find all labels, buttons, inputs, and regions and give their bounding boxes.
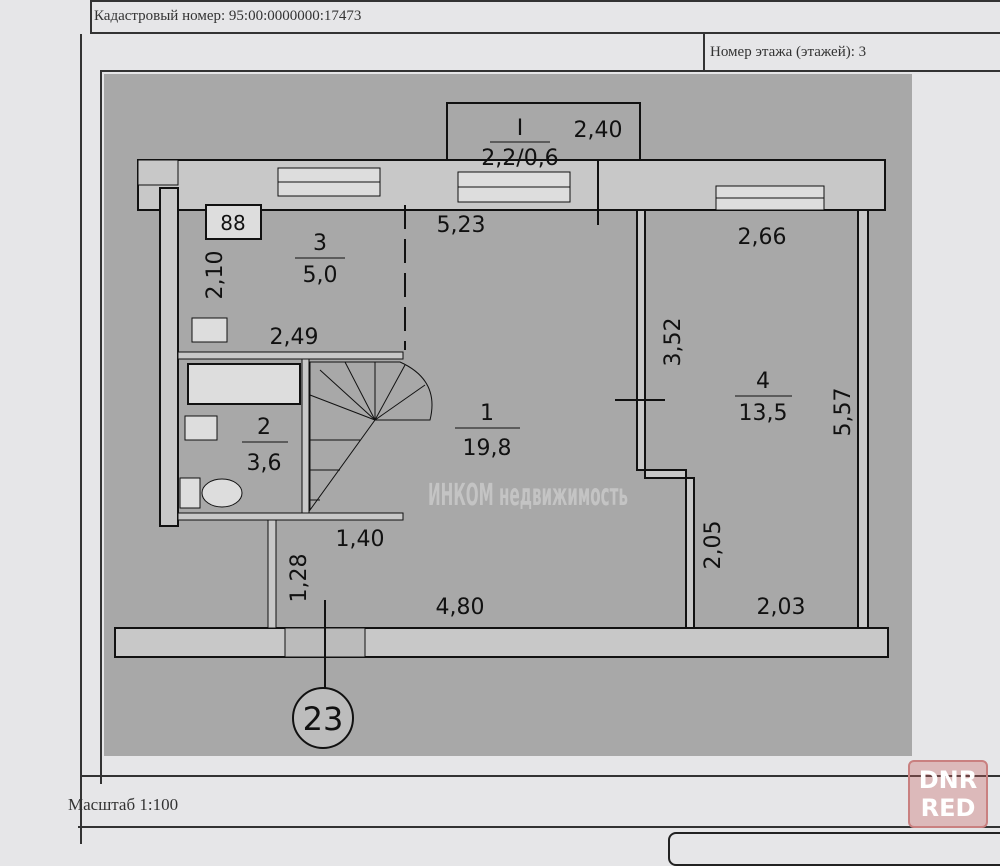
dimension-label: 2,40 xyxy=(574,118,623,143)
dimension-label: 2,10 xyxy=(203,251,228,300)
room-area: 19,8 xyxy=(463,436,512,461)
stove-icon xyxy=(205,204,262,240)
dimension-label: 1,28 xyxy=(287,554,312,603)
room-number: 3 xyxy=(313,231,327,256)
room-number: 2 xyxy=(257,415,271,440)
sink-icon xyxy=(191,317,228,343)
room-area: 5,0 xyxy=(303,263,338,288)
dimension-label: 5,23 xyxy=(437,213,486,238)
dimension-label: 2,03 xyxy=(757,595,806,620)
balcony-area: 2,2/0,6 xyxy=(481,146,558,171)
washbasin-icon xyxy=(184,415,218,441)
dimension-label: 2,49 xyxy=(270,325,319,350)
stove-label: 88 xyxy=(220,211,245,235)
dimension-label: 3,52 xyxy=(661,318,686,367)
dimension-label: 5,57 xyxy=(831,388,856,437)
scale-label: Масштаб 1:100 xyxy=(68,795,179,814)
room-number: 1 xyxy=(480,401,494,426)
window xyxy=(277,167,825,211)
dimension-label: 4,80 xyxy=(436,595,485,620)
room-area: 13,5 xyxy=(739,401,788,426)
floor-number: Номер этажа (этажей): 3 xyxy=(710,44,867,60)
watermark: ИНКОМ недвижимость xyxy=(428,478,628,513)
dimension-label: 2,05 xyxy=(701,521,726,570)
room-area: 3,6 xyxy=(247,451,282,476)
room-number: 4 xyxy=(756,369,770,394)
bathtub-icon xyxy=(187,363,301,405)
right-wall xyxy=(857,209,869,629)
left-wall xyxy=(159,187,179,527)
bottom-wall xyxy=(114,627,889,658)
dimension-label: 1,40 xyxy=(336,527,385,552)
apartment-number: 23 xyxy=(303,700,344,738)
partition-wall xyxy=(177,512,404,521)
dimension-label: 2,66 xyxy=(738,225,787,250)
staircase xyxy=(309,361,433,512)
partition-wall xyxy=(636,209,695,629)
apartment-number-circle xyxy=(292,687,354,749)
floor-plan: 88 ИНКОМ недвижимость I 2,2/0,6 2,40 1 1… xyxy=(104,74,912,756)
balcony-number: I xyxy=(517,116,524,141)
cadastral-number: Кадастровый номер: 95:00:0000000:17473 xyxy=(94,8,362,24)
toilet-icon xyxy=(179,477,243,509)
partition-wall xyxy=(177,351,404,360)
